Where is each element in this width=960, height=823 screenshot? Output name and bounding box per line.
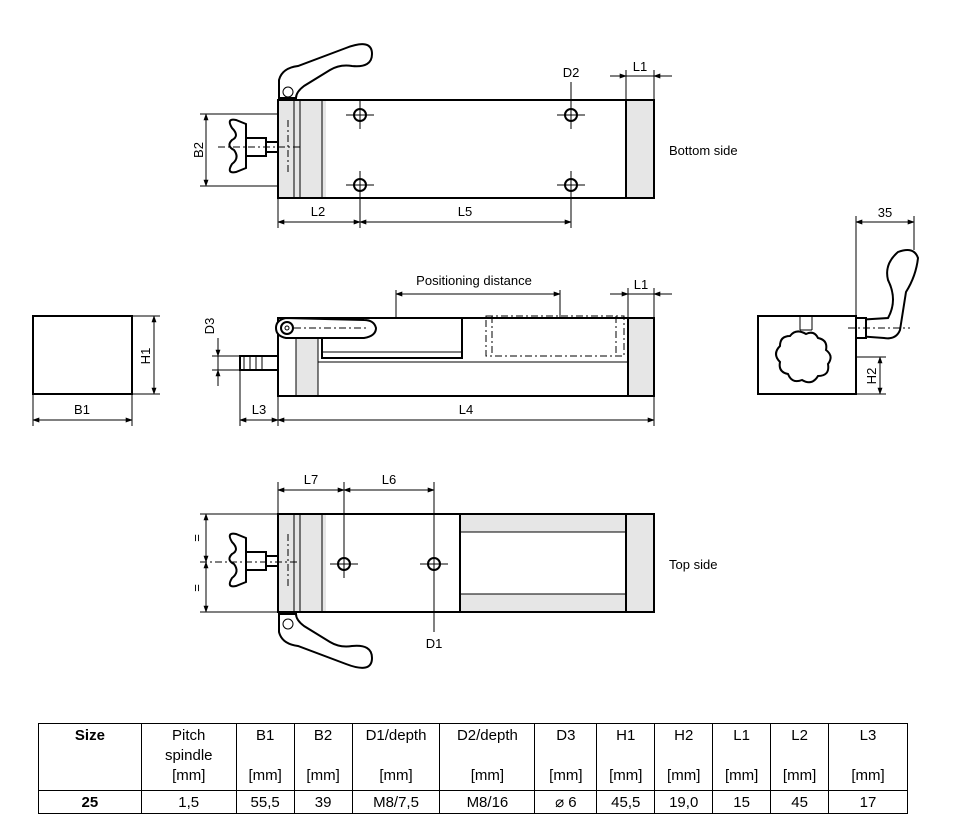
end-view-right: 35 H2 <box>757 205 920 395</box>
technical-drawing: B2 L2 L5 L1 D2 Bottom side H1 B1 <box>32 43 920 669</box>
header-d2: D2/depth [mm] <box>439 723 536 791</box>
value-size: 25 <box>38 790 142 814</box>
dim-l6: L6 <box>382 472 396 487</box>
dim-d3: D3 <box>202 318 217 335</box>
top-view: L7 L6 D1 = = Top side <box>189 472 717 669</box>
value-h1: 45,5 <box>596 790 656 814</box>
dim-d2: D2 <box>563 65 580 80</box>
value-d1: M8/7,5 <box>351 790 441 814</box>
spec-table-row: 25 1,5 55,5 39 M8/7,5 M8/16 ⌀ 6 45,5 19,… <box>38 790 908 814</box>
clamp-lever-icon <box>278 43 374 99</box>
dim-35: 35 <box>878 205 892 220</box>
value-b2: 39 <box>293 790 353 814</box>
dim-positioning-distance: Positioning distance <box>416 273 532 288</box>
dim-l5: L5 <box>458 204 472 219</box>
dim-l1-top: L1 <box>633 59 647 74</box>
label-top-side: Top side <box>669 557 717 572</box>
value-d3: ⌀ 6 <box>534 790 598 814</box>
value-b1: 55,5 <box>235 790 295 814</box>
bottom-hole-4 <box>557 171 585 199</box>
dim-b2: B2 <box>191 142 206 158</box>
bottom-view: B2 L2 L5 L1 D2 Bottom side <box>191 43 738 228</box>
dim-h1: H1 <box>138 348 153 365</box>
dim-d1: D1 <box>426 636 443 651</box>
header-l2: L2 [mm] <box>770 723 830 791</box>
header-d1: D1/depth [mm] <box>351 723 441 791</box>
dim-b1: B1 <box>74 402 90 417</box>
star-knob-front-icon <box>775 330 832 384</box>
header-l1: L1 [mm] <box>712 723 772 791</box>
header-b2: B2 [mm] <box>293 723 353 791</box>
value-l3: 17 <box>828 790 908 814</box>
star-knob-icon <box>228 118 279 174</box>
end-view-left: H1 B1 <box>32 315 160 426</box>
dim-l1-side: L1 <box>634 277 648 292</box>
header-b1: B1 [mm] <box>235 723 295 791</box>
value-l1: 15 <box>712 790 772 814</box>
header-size: Size <box>38 723 142 791</box>
dim-equal-lower: = <box>189 584 204 592</box>
side-view: Positioning distance L1 D3 L3 L4 <box>202 273 672 426</box>
bottom-hole-2 <box>346 171 374 199</box>
header-h2: H2 [mm] <box>654 723 714 791</box>
value-h2: 19,0 <box>654 790 714 814</box>
dim-l3: L3 <box>252 402 266 417</box>
value-l2: 45 <box>770 790 830 814</box>
header-l3: L3 [mm] <box>828 723 908 791</box>
dim-l7: L7 <box>304 472 318 487</box>
dim-l4: L4 <box>459 402 473 417</box>
top-clamp-lever-icon <box>278 613 374 669</box>
value-pitch: 1,5 <box>140 790 237 814</box>
dim-equal-upper: = <box>189 534 204 542</box>
dim-h2: H2 <box>864 368 879 385</box>
value-d2: M8/16 <box>439 790 536 814</box>
bottom-hole-1 <box>346 101 374 129</box>
header-d3: D3 [mm] <box>534 723 598 791</box>
label-bottom-side: Bottom side <box>669 143 738 158</box>
top-star-knob-icon <box>228 532 279 588</box>
dim-l2: L2 <box>311 204 325 219</box>
bottom-hole-3 <box>557 101 585 129</box>
header-h1: H1 [mm] <box>596 723 656 791</box>
end-lever-icon <box>855 249 920 340</box>
